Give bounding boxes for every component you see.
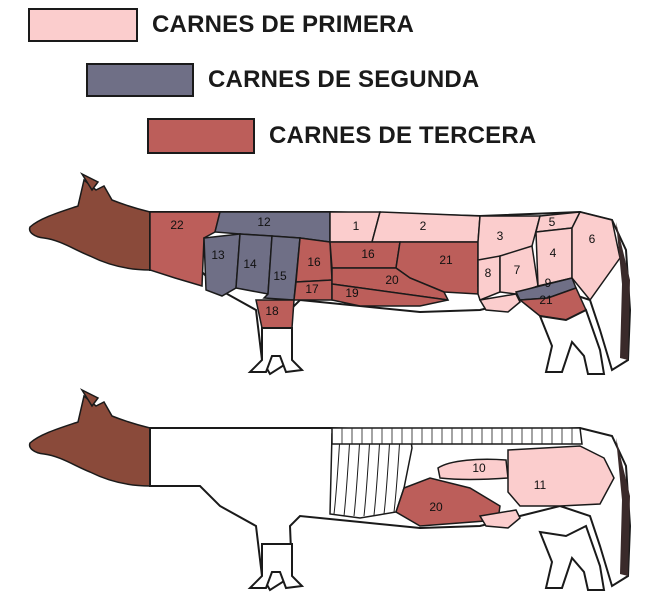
cut-top-4-label: 4 [550,246,557,260]
cow-bottom-ear [79,388,100,408]
cut-top-18-label: 19 [345,286,359,300]
cut-top-16b-label: 16 [361,247,375,261]
cut-top-17-label: 17 [305,282,319,296]
cut-top-20-label: 21 [439,253,453,267]
cow-bottom-udder [478,509,521,529]
cow-top-rear-leg [538,308,606,375]
legend-label-tercera: CARNES DE TERCERA [269,122,537,149]
cut-top-16a-label: 16 [307,255,321,269]
cut-bottom-20-label: 20 [429,500,443,514]
cow-top-labels: 22 12 13 14 15 16 17 1 2 16 21 20 19 3 8… [170,215,595,318]
cut-top-1-label: 1 [353,219,360,233]
cut-top-15 [262,235,301,301]
legend-label-segunda: CARNES DE SEGUNDA [208,66,480,93]
cow-bottom-labels: 10 11 20 [429,461,546,514]
cut-top-8-label: 8 [485,266,492,280]
cut-top-14-label: 14 [243,257,257,271]
cow-top-udder [478,293,521,313]
cow-top-tail [616,222,630,360]
cut-top-6-label: 6 [589,232,596,246]
cow-top-head [28,178,151,271]
cut-bottom-11 [507,445,615,507]
cow-bottom-head [28,394,151,487]
legend-swatch-tercera [147,118,255,154]
cut-top-21b-label: 21 [539,293,553,307]
cut-top-13 [203,233,241,297]
cut-bottom-10-label: 10 [472,461,486,475]
cow-bottom-front-leg [247,543,305,590]
cow-bottom-tail [616,438,630,576]
legend-item-segunda: CARNES DE SEGUNDA [86,63,479,97]
cow-top [28,172,632,376]
cut-top-6 [571,211,621,302]
cut-top-7-label: 7 [514,263,521,277]
cow-top-front-leg [247,327,305,374]
cow-bottom-spine [331,427,583,445]
cut-top-8 [477,255,501,301]
cow-bottom-spine-lines [341,428,573,444]
legend-item-tercera: CARNES DE TERCERA [147,118,536,154]
legend-label-primera: CARNES DE PRIMERA [152,11,415,38]
cut-top-18 [331,283,449,307]
cut-top-21a-label: 18 [265,304,279,318]
cow-bottom [28,388,632,592]
cut-top-22-label: 22 [170,218,184,232]
cut-top-19-label: 20 [385,273,399,287]
cut-top-5-label: 5 [549,215,556,229]
cow-top-ear [79,172,100,192]
cow-diagrams: 22 12 13 14 15 16 17 1 2 16 21 20 19 3 8… [28,172,632,592]
cut-top-9-label: 9 [545,276,552,290]
cut-bottom-11-label: 11 [534,478,547,492]
cut-top-12-label: 12 [257,215,271,229]
legend-item-primera: CARNES DE PRIMERA [28,8,414,42]
cut-top-2-label: 2 [420,219,427,233]
cut-top-13-label: 13 [211,248,225,262]
legend-swatch-segunda [86,63,194,97]
cut-top-3-label: 3 [497,229,504,243]
legend-swatch-primera [28,8,138,42]
cow-bottom-rib-lines [333,435,401,517]
cut-top-15-label: 15 [273,269,287,283]
cow-bottom-rear-leg [538,524,606,591]
